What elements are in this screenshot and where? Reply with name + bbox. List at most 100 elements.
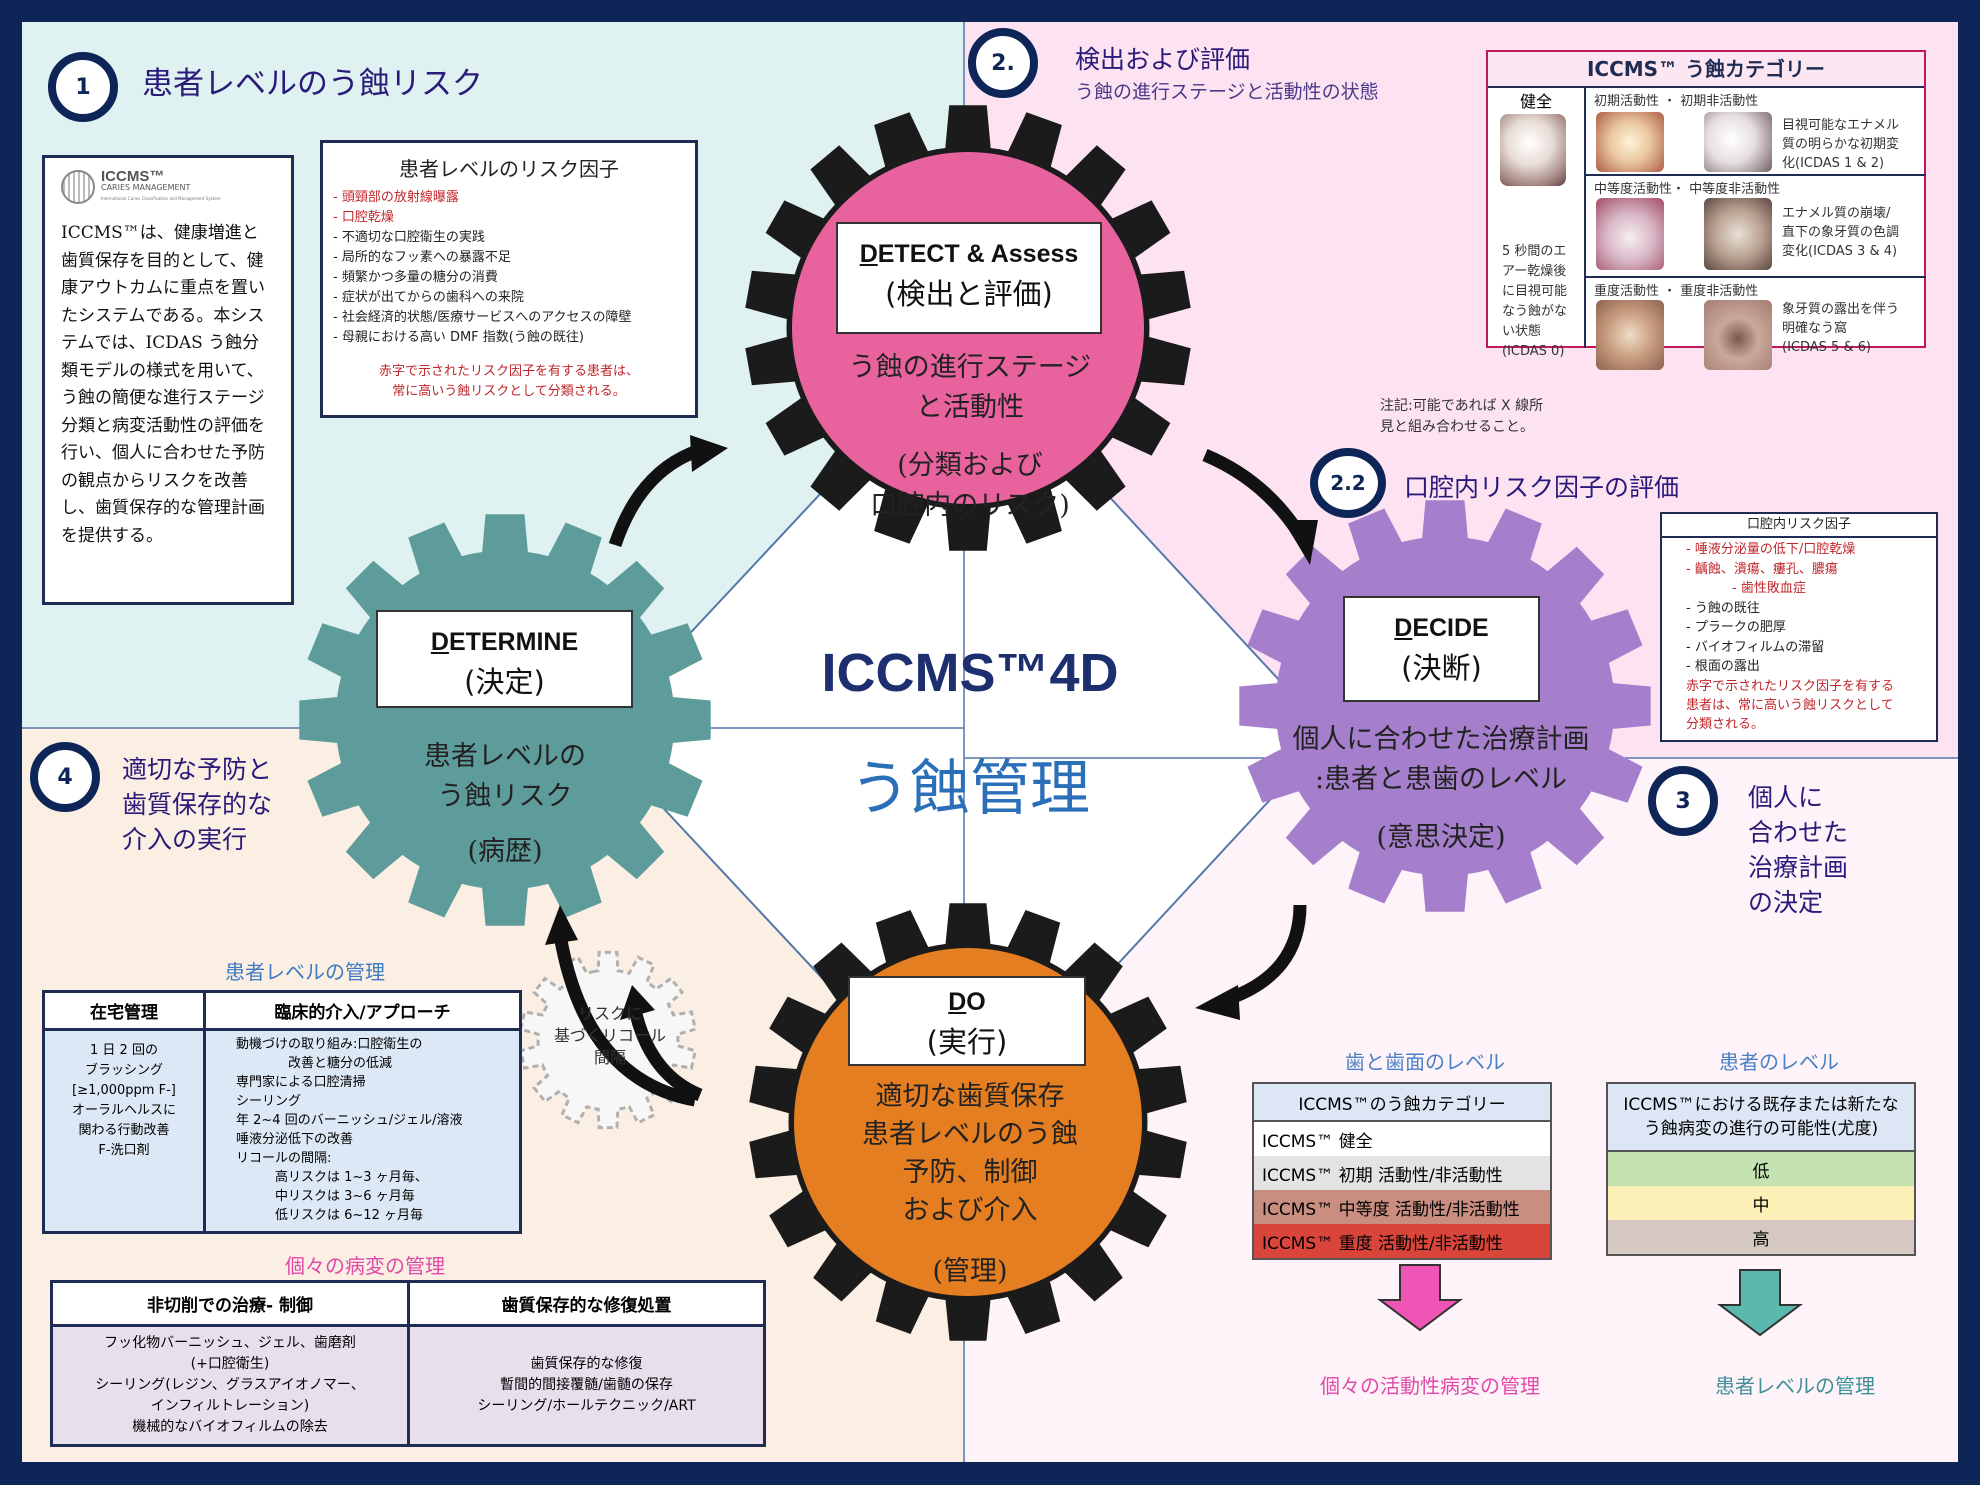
healthy-desc-line: 5 秒間のエ — [1502, 244, 1567, 259]
clinical-item: 専門家による口腔清掃 — [236, 1075, 366, 1090]
noncut-item: 機械的なバイオフィルムの除去 — [132, 1419, 328, 1435]
quadrant-1-title: 患者レベルのう蝕リスク — [142, 66, 483, 102]
home-care-item: F-洗口剤 — [98, 1143, 150, 1158]
healthy-desc-line: (ICDAS 0) — [1502, 344, 1565, 359]
globe-logo-icon — [61, 170, 95, 204]
gear-detect-text-line: う蝕の進行ステージ — [848, 352, 1092, 383]
gear-determine-title-rest: ETERMINE — [448, 628, 579, 656]
healthy-desc-line: い状態 — [1502, 324, 1542, 339]
oral-risk-item: - う蝕の既往 — [1686, 600, 1760, 616]
gear-detect-title-rest: ETECT & Assess — [877, 240, 1079, 268]
patient-management-heading: 患者レベルの管理 — [225, 960, 385, 984]
gear-detect-title-jp: (検出と評価) — [885, 277, 1053, 311]
moderate-desc-line: 変化(ICDAS 3 & 4) — [1782, 244, 1898, 259]
center-title: ICCMS™4D — [821, 643, 1119, 703]
patient-table-header: ICCMS™における既存または新たなう蝕病変の進行の可能性(尤度) — [1607, 1083, 1915, 1152]
lesion-management-heading: 個々の病変の管理 — [285, 1254, 445, 1278]
home-care-item: 関わる行動改善 — [78, 1123, 170, 1138]
home-care-item: ブラッシング — [84, 1063, 163, 1078]
gear-detect-subtext: (分類および口腔内のリスク) — [770, 446, 1170, 526]
logo-text-small: International Caries Classification and … — [101, 195, 221, 201]
clinical-item: シーリング — [236, 1094, 302, 1109]
home-care-header: 在宅管理 — [42, 990, 206, 1031]
patient-table-header-line1: ICCMS™における既存または新たな — [1623, 1095, 1899, 1115]
noncut-header: 非切削での治療- 制御 — [50, 1280, 410, 1327]
arrow-do-to-determine-outer — [553, 933, 697, 1107]
gear-decide-initial: D — [1394, 614, 1413, 642]
logo-text-top: ICCMS™ — [101, 167, 165, 185]
gear-decide-title-rest: ECIDE — [1412, 614, 1489, 642]
arrow-down-pink — [1377, 1264, 1463, 1332]
gear-determine-initial: D — [430, 628, 449, 656]
clinical-item: リコールの間隔: — [236, 1151, 332, 1166]
risk-factor-item: - 局所的なフッ素への暴露不足 — [333, 250, 511, 265]
gear-decide-text-line: 個人に合わせた治療計画 — [1292, 724, 1590, 755]
tooth-photo-initial-inactive — [1704, 112, 1772, 172]
clinical-item: 動機づけの取り組み:口腔衛生の — [236, 1037, 423, 1052]
gear-determine-text-line: 患者レベルの — [424, 741, 586, 772]
caries-category-box: ICCMS™ う蝕カテゴリー 健全 5 秒間のエアー乾燥後に目視可能なう蝕がない… — [1486, 50, 1926, 370]
moderate-desc-line: 直下の象牙質の色調 — [1782, 225, 1900, 240]
gear-detect-sub-line: (分類および — [897, 450, 1043, 481]
iccms-description-text: ICCMS™は、健康増進と歯質保存を目的として、健康アウトカムに重点を置いたシス… — [61, 223, 265, 546]
gear-determine-text-line: う蝕リスク — [437, 781, 573, 812]
gear-determine-text: 患者レベルのう蝕リスク — [355, 737, 655, 817]
quadrant-4-title-line: 適切な予防と — [122, 755, 273, 784]
gear-do-text: 適切な歯質保存患者レベルのう蝕予防、制御および介入 — [780, 1078, 1160, 1230]
gear-detect-title-en: DETECT & Assess — [838, 240, 1100, 269]
patient-management-table: 在宅管理 臨床的介入/アプローチ 1 日 2 回のブラッシング[≥1,000pp… — [42, 990, 522, 1234]
quadrant-4-number: 4 — [30, 742, 100, 812]
oral-risk-item: - 根面の露出 — [1686, 659, 1760, 674]
healthy-label: 健全 — [1519, 92, 1552, 111]
gear-determine-title-en: DETERMINE — [378, 628, 631, 657]
arrowhead-5 — [545, 905, 578, 945]
arrow-determine-to-detect — [608, 443, 703, 548]
quadrant-2-number: 2. — [968, 28, 1038, 98]
oral-note-line: 分類される。 — [1686, 716, 1765, 732]
gear-decide-sub-line: (意思決定) — [1376, 822, 1506, 853]
patient-level-heading: 患者のレベル — [1719, 1050, 1839, 1074]
severe-description: 象牙質の露出を伴う明確なう窩(ICDAS 5 & 6) — [1782, 300, 1899, 357]
patient-risk-factors-box: 患者レベルのリスク因子 - 頭頸部の放射線曝露- 口腔乾燥- 不適切な口腔衛生の… — [320, 140, 698, 418]
risk-factor-item: - 頭頸部の放射線曝露 — [333, 190, 459, 205]
oral-note-line: 患者は、常に高いう蝕リスクとして — [1686, 697, 1894, 713]
quadrant-22-title: 口腔内リスク因子の評価 — [1404, 473, 1680, 502]
home-care-item: [≥1,000ppm F-] — [72, 1083, 176, 1098]
likelihood-low: 低 — [1607, 1151, 1915, 1186]
oral-risk-item: - バイオフィルムの滞留 — [1686, 639, 1825, 655]
gear-do-text-line: 患者レベルのう蝕 — [862, 1119, 1078, 1150]
restore-list: 歯質保存的な修復暫間的間接覆髄/歯髄の保存シーリング/ホールテクニック/ART — [407, 1324, 766, 1447]
arrow-down-teal — [1717, 1269, 1803, 1337]
oral-risk-note: 赤字で示されたリスク因子を有する患者は、常に高いう蝕リスクとして分類される。 — [1662, 677, 1936, 734]
gear-do-text-line: 適切な歯質保存 — [875, 1081, 1065, 1112]
arrowhead-1 — [690, 435, 728, 472]
gear-decide-title-jp: (決断) — [1401, 651, 1482, 685]
gear-determine-subtext: (病歴) — [355, 832, 655, 872]
quadrant-22-number: 2.2 — [1310, 448, 1386, 518]
oral-risk-factors-list: - 唾液分泌量の低下/口腔乾燥- 齲蝕、潰瘍、瘻孔、膿瘍- 歯性敗血症- う蝕の… — [1662, 538, 1936, 677]
gear-detect-initial: D — [859, 240, 878, 268]
arrow-do-to-determine — [628, 1008, 703, 1102]
healthy-desc-line: アー乾燥後 — [1502, 264, 1567, 279]
severe-desc-line: 明確なう窩 — [1782, 321, 1848, 336]
iccms-logo: ICCMS™ CARIES MANAGEMENT International C… — [61, 167, 275, 204]
recall-interval-text: リスクに基づくリコール間隔 — [535, 1003, 685, 1069]
patient-risk-factors-list: - 頭頸部の放射線曝露- 口腔乾燥- 不適切な口腔衛生の実践- 局所的なフッ素へ… — [333, 188, 685, 348]
clinical-item: 年 2~4 回のバーニッシュ/ジェル/溶液 — [236, 1113, 463, 1128]
oral-note-line: 赤字で示されたリスク因子を有する — [1686, 678, 1895, 694]
arrowhead-3 — [1195, 985, 1240, 1020]
healthy-description: 5 秒間のエアー乾燥後に目視可能なう蝕がない状態(ICDAS 0) — [1502, 242, 1567, 362]
tooth-photo-initial-active — [1596, 112, 1664, 172]
home-care-item: 1 日 2 回の — [90, 1043, 158, 1058]
quadrant-4-title: 適切な予防と歯質保存的な介入の実行 — [122, 752, 272, 857]
quadrant-2-title: 検出および評価 — [1075, 45, 1251, 74]
recall-line: 間隔 — [593, 1048, 626, 1067]
likelihood-high: 高 — [1607, 1220, 1915, 1255]
xray-note-line: 注記:可能であれば X 線所 — [1380, 398, 1544, 414]
quadrant-3-title-line: の決定 — [1748, 888, 1824, 917]
noncut-item: インフィルトレーション) — [150, 1398, 310, 1414]
tooth-row-moderate: ICCMS™ 中等度 活動性/非活動性 — [1253, 1190, 1551, 1224]
recall-line: 基づくリコール — [553, 1026, 666, 1045]
clinical-item: 改善と糖分の低減 — [236, 1056, 393, 1071]
gear-do-initial: D — [948, 988, 967, 1016]
